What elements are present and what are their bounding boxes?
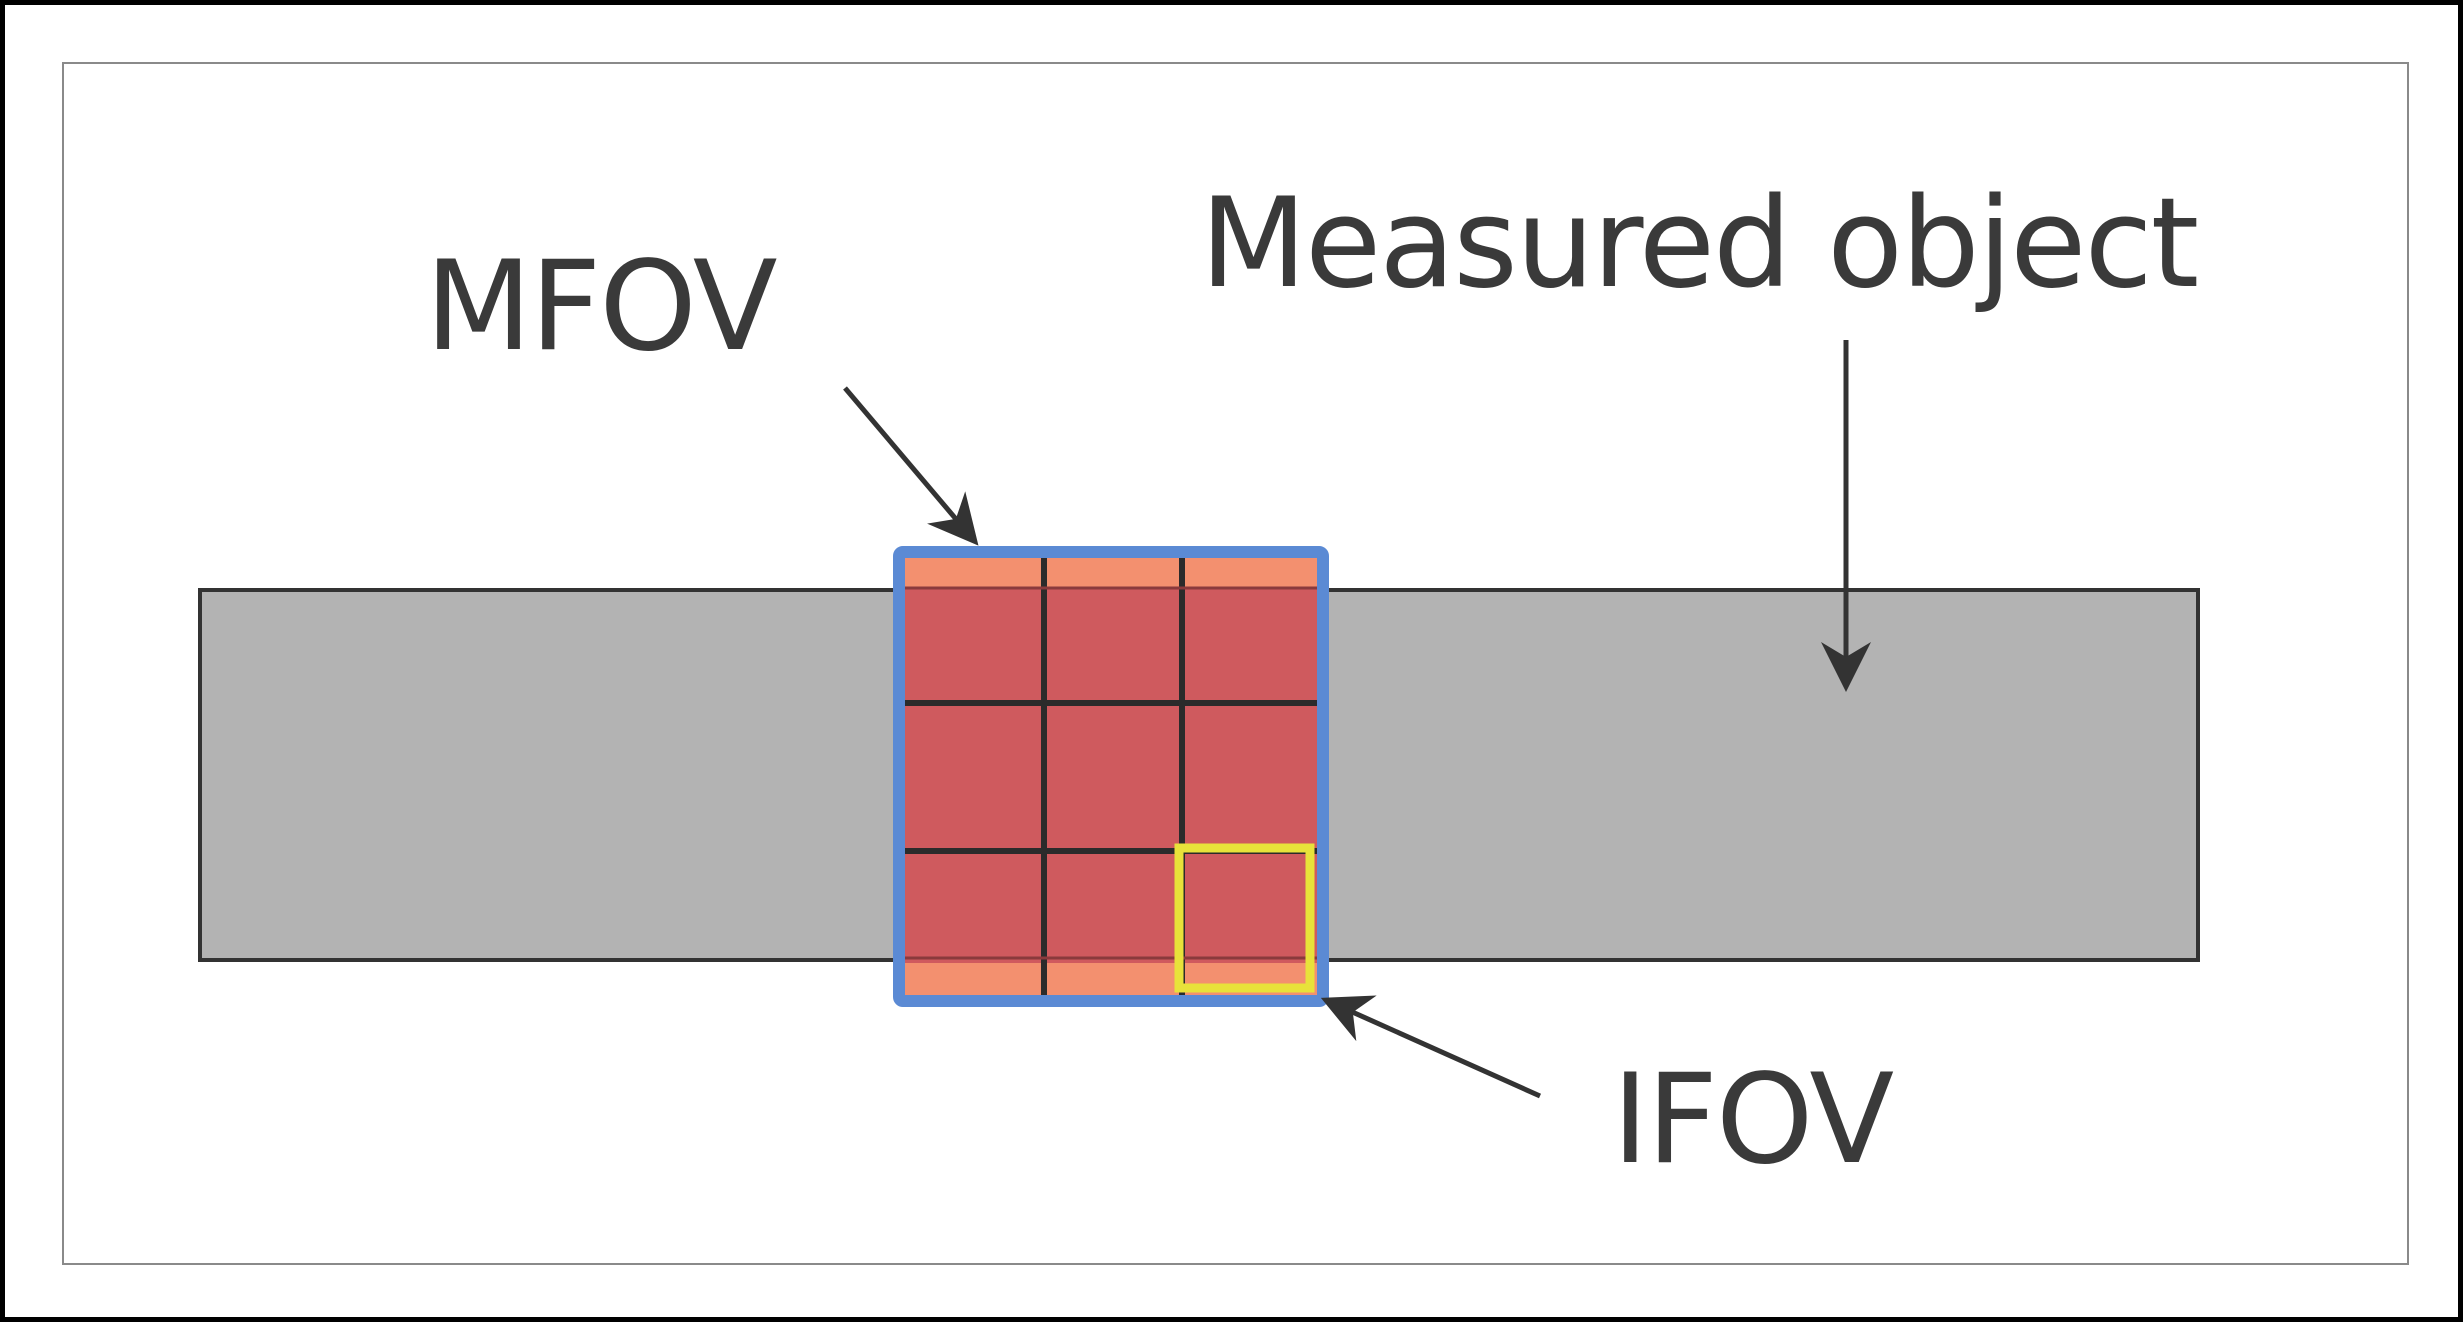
mfov-label: MFOV <box>425 235 778 379</box>
pixel-cell-r2-c3 <box>1179 703 1317 850</box>
mfov-pixel-grid <box>905 558 1317 995</box>
measured-object-label: Measured object <box>1200 172 2199 316</box>
ifov-arrow <box>1320 995 1542 1099</box>
ifov-highlight <box>1174 843 1315 993</box>
pixel-cell-r2-c1 <box>905 703 1043 850</box>
mfov-border <box>893 546 1329 1007</box>
ifov-label: IFOV <box>1612 1048 1894 1192</box>
pixel-cell-r2-c2 <box>1042 703 1180 850</box>
mfov-arrow <box>843 386 979 546</box>
mfov-top-edge-strip <box>905 558 1317 588</box>
